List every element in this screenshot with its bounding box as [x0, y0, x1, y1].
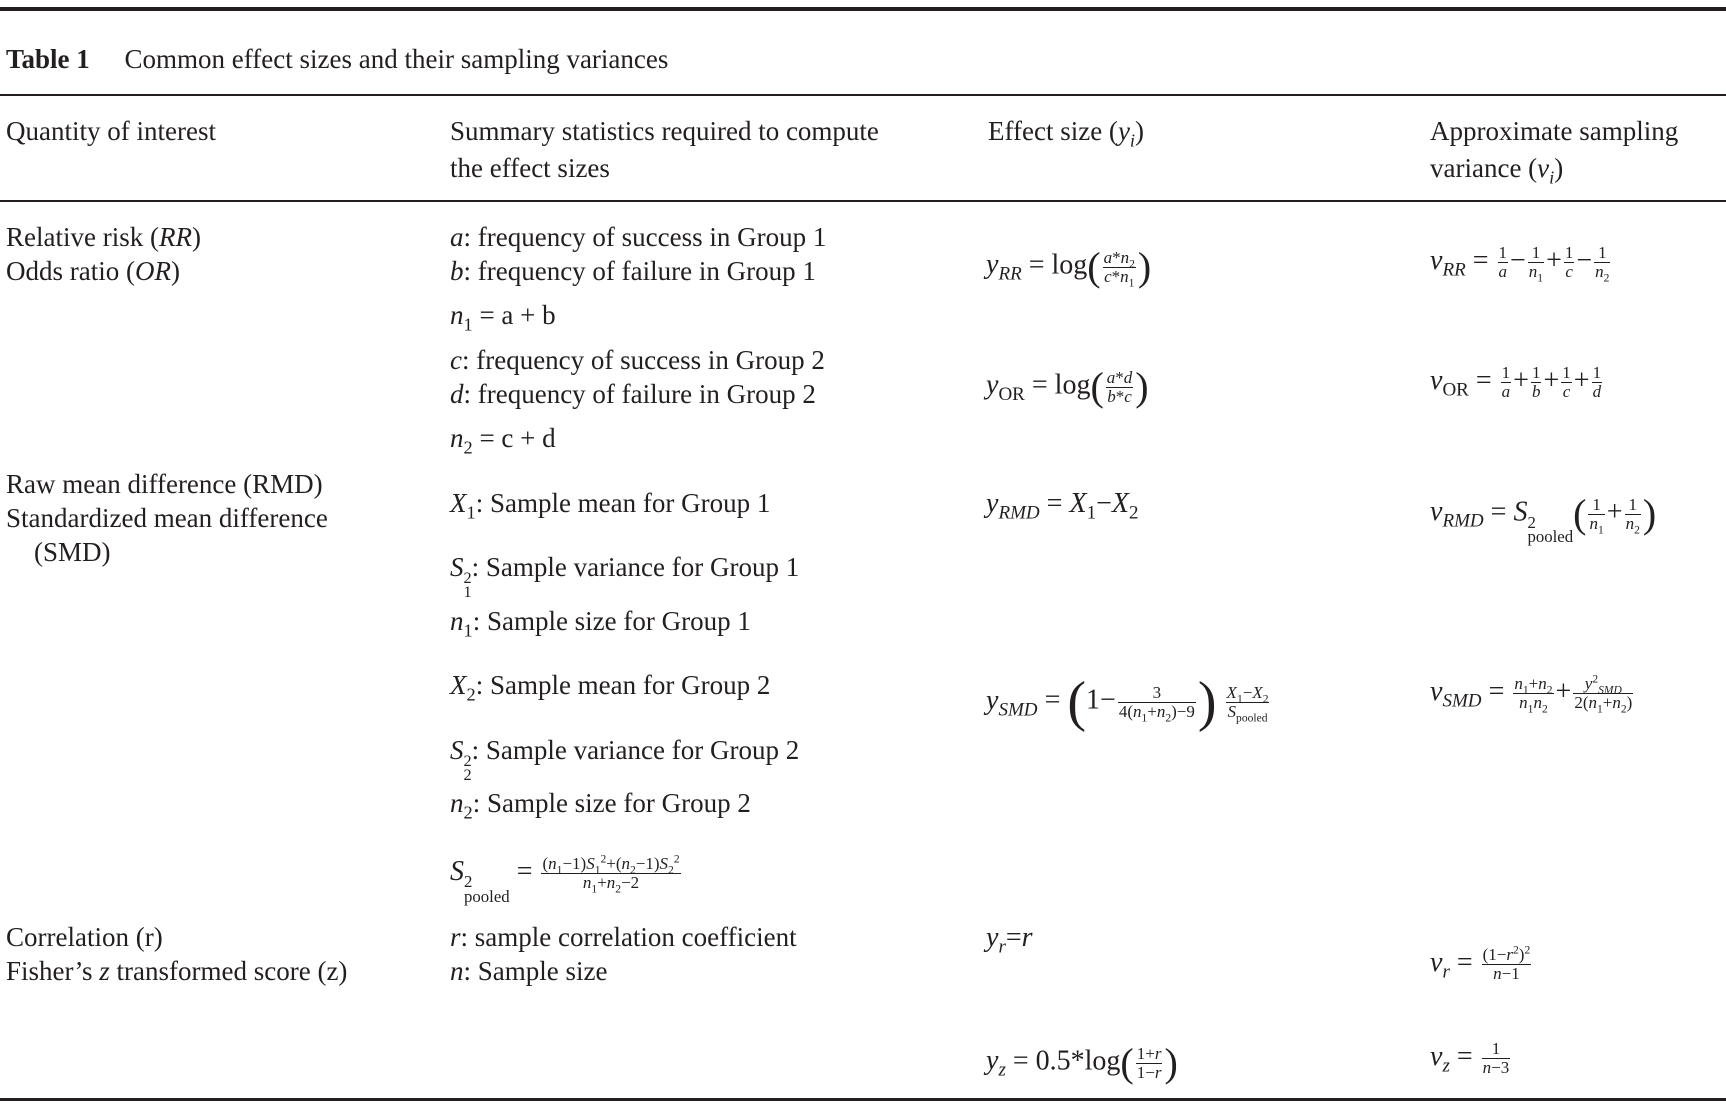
header-top-rule — [0, 94, 1726, 96]
quantity-smd: Standardized mean difference — [6, 503, 328, 533]
stat-b: b: frequency of failure in Group 1 — [450, 256, 816, 286]
stat-r: r: sample correlation coefficient — [450, 922, 797, 952]
bottom-rule — [0, 1098, 1726, 1101]
stat-a: a: frequency of success in Group 1 — [450, 222, 827, 252]
table-label: Table 1 — [6, 44, 90, 74]
stat-n1: n1 = a + b — [450, 300, 556, 335]
header-summary-stats: Summary statistics required to compute t… — [450, 116, 879, 184]
stat-x2: X2: Sample mean for Group 2 — [450, 670, 771, 705]
effect-yr: yr=r — [986, 922, 1033, 958]
effect-yRMD: yRMD = X1−X2 — [986, 488, 1139, 524]
top-rule — [0, 7, 1726, 11]
stat-n2-size: n2: Sample size for Group 2 — [450, 788, 751, 823]
stat-n2: n2 = c + d — [450, 423, 556, 458]
stat-n1-size: n1: Sample size for Group 1 — [450, 606, 751, 641]
quantity-fisher-z: Fisher’s z transformed score (z) — [6, 956, 348, 986]
quantity-relative-risk: Relative risk (RR) — [6, 222, 201, 252]
header-effect-size: Effect size (yi) — [988, 116, 1145, 151]
header-variance: Approximate sampling variance (vi) — [1430, 116, 1679, 188]
quantity-rmd: Raw mean difference (RMD) — [6, 469, 323, 499]
quantity-correlation: Correlation (r) — [6, 922, 163, 952]
quantity-odds-ratio: Odds ratio (OR) — [6, 256, 180, 286]
header-bottom-rule — [0, 200, 1726, 202]
table-caption: Table 1 Common effect sizes and their sa… — [6, 44, 668, 75]
header-quantity: Quantity of interest — [6, 116, 216, 146]
stat-n: n: Sample size — [450, 956, 608, 986]
stat-d: d: frequency of failure in Group 2 — [450, 379, 816, 409]
quantity-smd-abbr: (SMD) — [34, 537, 111, 567]
stat-c: c: frequency of success in Group 2 — [450, 345, 825, 375]
table-title: Common effect sizes and their sampling v… — [124, 44, 669, 74]
stat-x1: X1: Sample mean for Group 1 — [450, 488, 771, 523]
